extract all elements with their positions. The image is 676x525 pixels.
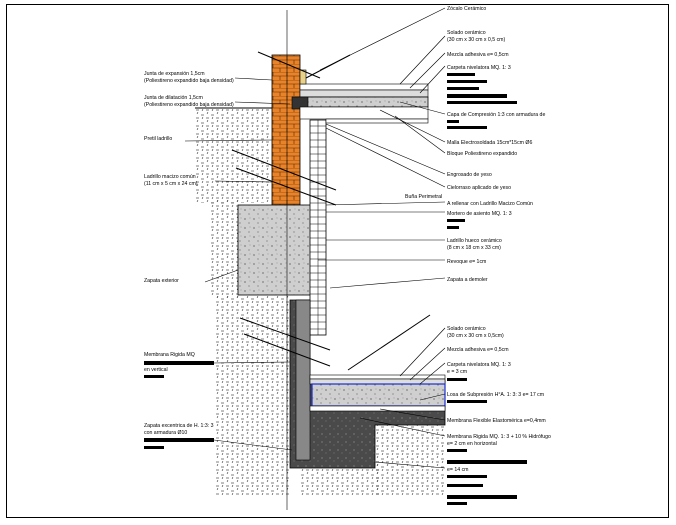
- leader-line: [394, 115, 446, 154]
- label-rellenar: A rellenar con Ladrillo Macizo Común: [447, 201, 533, 207]
- label-zapata-exterior: Zapata exterior: [144, 278, 179, 284]
- drawing-frame: [6, 4, 669, 518]
- label-zapata-excentrica-2: con armadura Ø10: [144, 430, 187, 436]
- label-junta-expansion-sub: (Poliestireno expandido baja densidad): [144, 78, 234, 84]
- label-carpeta: Carpeta nivelatora MQ. 1: 3: [447, 65, 511, 71]
- leader-line: [204, 269, 239, 283]
- label-junta-expansion: Junta de expansión 1,5cm: [144, 71, 205, 77]
- leader-line: [359, 417, 446, 437]
- label-solado2: Solado cerámico: [447, 326, 486, 332]
- label-buna: Buña Perimetral: [405, 194, 442, 200]
- leader-line: [399, 35, 446, 85]
- label-e14: e= 14 cm: [447, 467, 468, 473]
- leader-line: [214, 180, 273, 183]
- redaction-bars-right: [447, 73, 527, 505]
- leader-line: [213, 439, 293, 451]
- label-carpeta2-sub: e = 3 cm: [447, 369, 467, 375]
- label-carpeta2: Carpeta nivelatora MQ. 1: 3: [447, 362, 511, 368]
- hollow-brick-wall: [309, 119, 327, 336]
- leader-line: [234, 77, 273, 81]
- redaction-bars-left: [144, 361, 214, 449]
- label-membrana-2: en vertical: [144, 367, 168, 373]
- label-solado2-sub: (30 cm x 30 cm x 0,5cm): [447, 333, 504, 339]
- leader-line: [379, 109, 446, 143]
- label-solado-sub: (30 cm x 30 cm x 0,5 cm): [447, 37, 506, 43]
- label-solado: Solado cerámico: [447, 30, 486, 36]
- soil-left-upper: [195, 107, 272, 203]
- label-enlucido: Engrosado de yeso: [447, 172, 492, 178]
- leader-line: [184, 139, 273, 142]
- label-mezcla2: Mezcla adhesiva e= 0,5cm: [447, 347, 509, 353]
- soil-left-lower: [210, 200, 290, 495]
- leader-line: [419, 65, 446, 94]
- label-bloque: Bloque Poliestireno expandido: [447, 151, 517, 157]
- label-membrana-flex: Membrana Flexible Elastomérica e=0,4mm: [447, 418, 546, 424]
- label-ladrillo: Ladrillo macizo común: [144, 174, 196, 180]
- leader-line: [325, 127, 446, 188]
- label-ladrillo-sub: (11 cm x 5 cm x 24 cm): [144, 181, 198, 187]
- leader-line: [419, 393, 446, 401]
- leader-line: [379, 408, 446, 421]
- brick-wall: [271, 54, 301, 206]
- leader-line: [325, 201, 446, 206]
- label-zapata-demoler: Zapata a demoler: [447, 277, 488, 283]
- label-cielorraso: Cielorraso aplicado de yeso: [447, 185, 511, 191]
- leader-line: [409, 347, 446, 381]
- label-mortero: Mortero de asiento MQ. 1: 3: [447, 211, 512, 217]
- label-zapata-excentrica-1: Zapata excentrica de H. 1:3: 3: [144, 423, 214, 429]
- label-membrana-rig-sub: e= 2 cm en horizontal: [447, 441, 497, 447]
- label-losa: Losa de Subpresión H°A. 1: 3: 3 e= 17 cm: [447, 392, 544, 398]
- label-junta-dilatacion: Junta de dilatación 1,5cm: [144, 95, 203, 101]
- leader-line: [213, 361, 291, 364]
- leader-lines: [184, 7, 446, 469]
- foundation-concrete: [237, 204, 314, 296]
- upper-slab: [291, 83, 429, 124]
- lower-slab: [309, 374, 446, 412]
- label-malla: Malla Electrosoldada 15cm*15cm Ø6: [447, 140, 532, 146]
- labels-right: Zócalo Cerámico Solado cerámico (30 cm x…: [405, 6, 551, 473]
- label-ladrillo-hueco: Ladrillo hueco cerámico: [447, 238, 502, 244]
- label-junta-dilatacion-sub: (Poliestireno expandido baja densidad): [144, 102, 234, 108]
- label-mezcla: Mezcla adhesiva e= 0,5cm: [447, 52, 509, 58]
- leader-line: [319, 7, 446, 71]
- label-pretil: Pretil ladrillo: [144, 136, 172, 142]
- label-revoque: Revoque e= 1cm: [447, 259, 486, 265]
- label-ladrillo-hueco-sub: (8 cm x 18 cm x 33 cm): [447, 245, 501, 251]
- leader-line: [419, 362, 446, 385]
- labels-left: Junta de expansión 1,5cm (Poliestireno e…: [144, 71, 234, 436]
- label-membrana-1: Membrana Rigida MQ: [144, 352, 195, 358]
- leader-line: [374, 461, 446, 469]
- label-zocalo: Zócalo Cerámico: [447, 6, 486, 12]
- label-capa: Capa de Compresión 1:3 con armadura de: [447, 112, 545, 118]
- leader-line: [329, 277, 446, 289]
- leader-line: [325, 123, 446, 175]
- leader-line: [399, 101, 446, 115]
- label-membrana-rig: Membrana Rigida MQ. 1: 3 + 10 % Hidrófug…: [447, 434, 551, 440]
- leader-line: [409, 52, 446, 89]
- leader-line: [399, 327, 446, 377]
- skirting: [299, 69, 307, 85]
- leader-line: [234, 101, 291, 105]
